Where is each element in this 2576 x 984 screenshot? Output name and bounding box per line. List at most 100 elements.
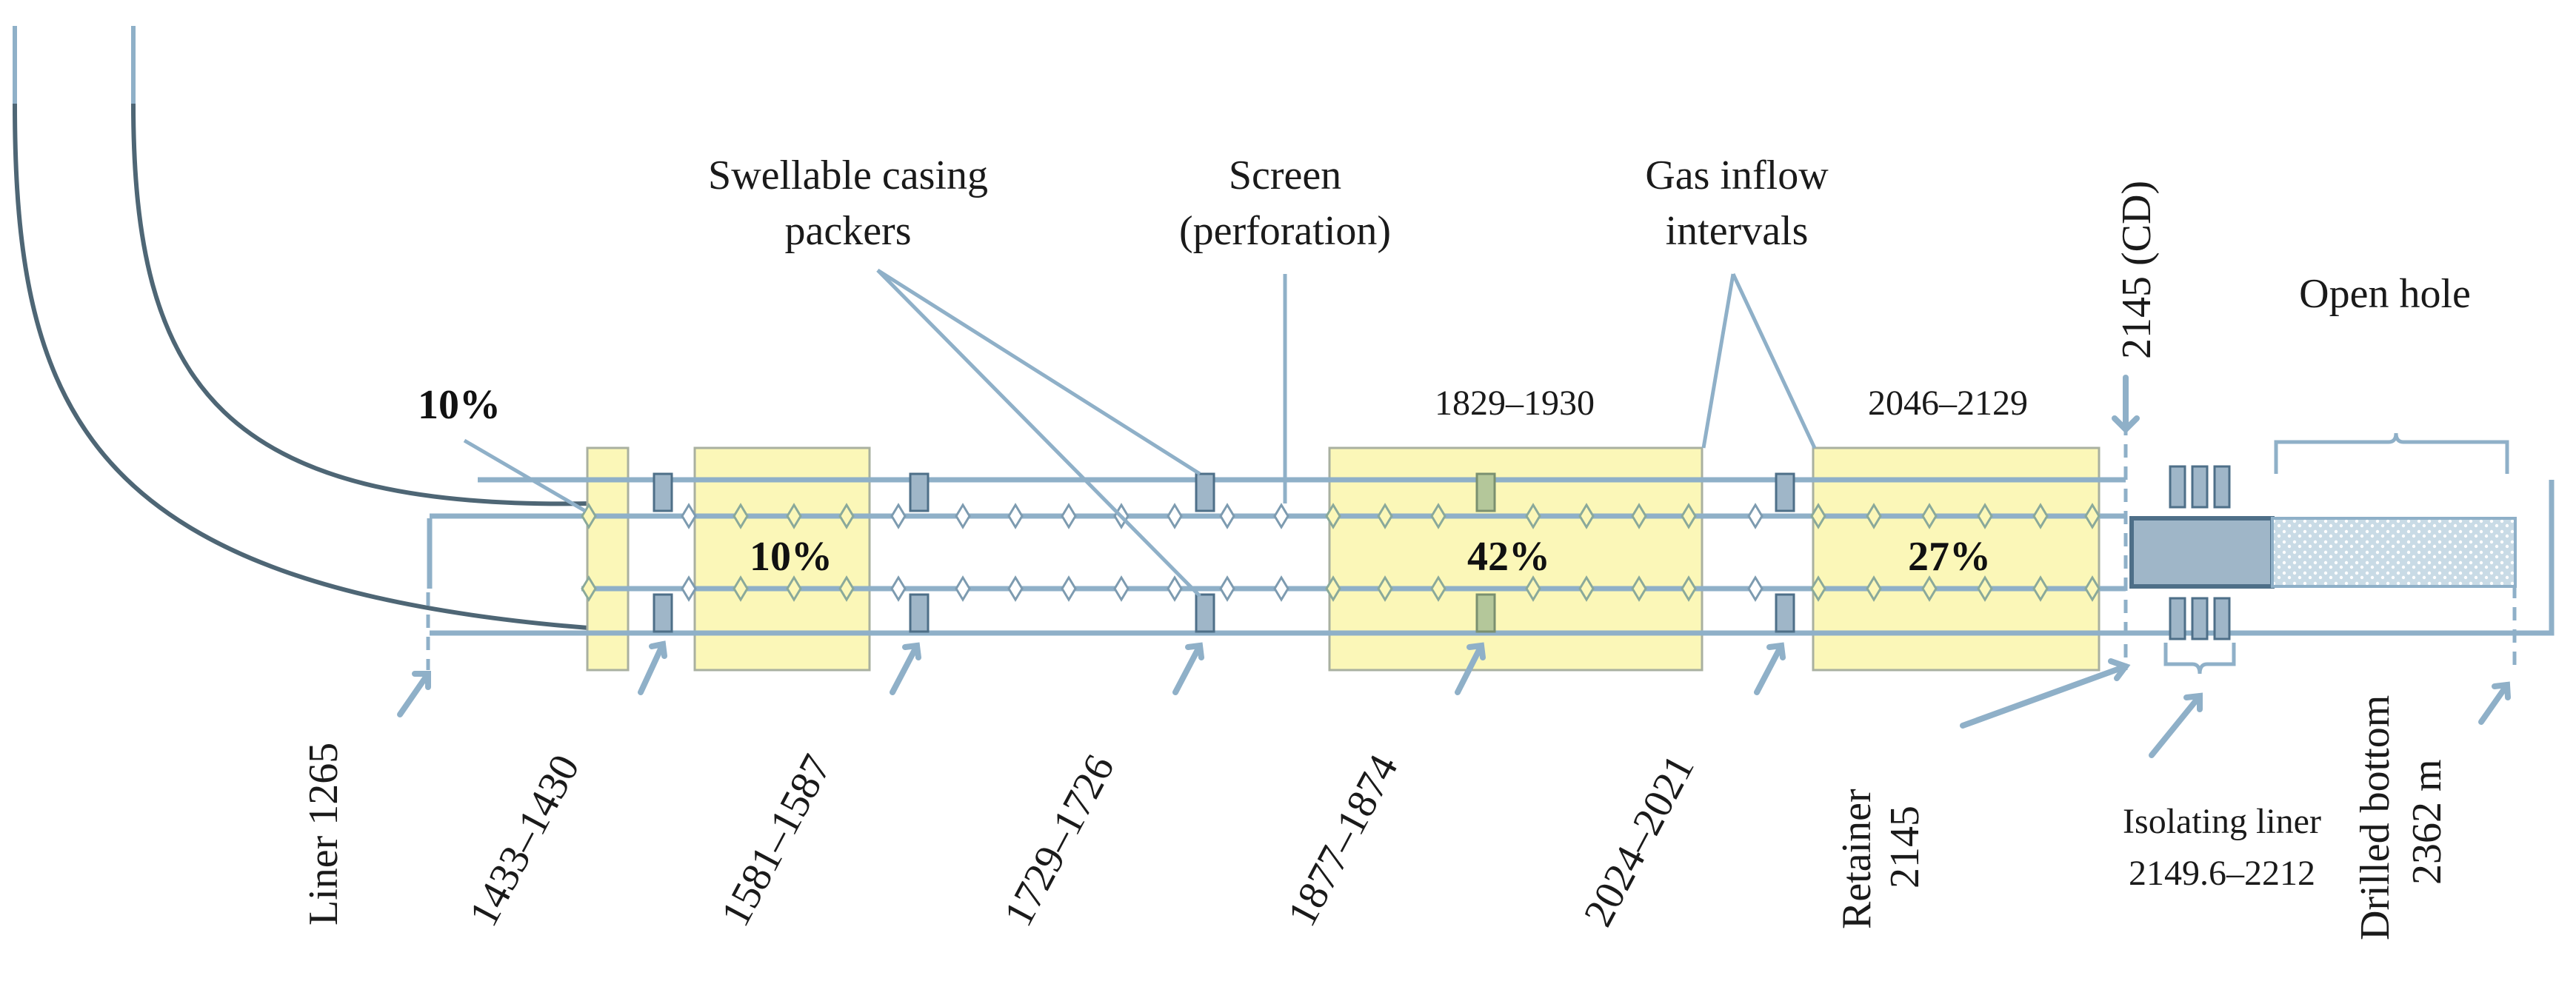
perforation-mark (1525, 575, 1541, 602)
perforation-mark (681, 503, 697, 529)
screen-label-line1: Screen (1229, 153, 1341, 198)
perforation-mark (1578, 575, 1595, 602)
perforation-mark (2084, 503, 2100, 529)
perforation-mark (838, 503, 855, 529)
perforation-mark (1866, 503, 1882, 529)
packer-2024-top (1775, 472, 1795, 512)
pointer-arrows (397, 375, 2511, 758)
packer-1433-bottom (653, 593, 673, 633)
open-hole-label: Open hole (2299, 271, 2471, 317)
perforation-mark (2032, 503, 2049, 529)
perforation-mark (733, 503, 749, 529)
perforation-mark (890, 575, 907, 602)
perforation-mark (1273, 575, 1289, 602)
isolating-liner-label-line2: 2149.6–2212 (2129, 854, 2315, 893)
perforation-mark (1007, 503, 1024, 529)
pct-zone2-label: 42% (1467, 534, 1550, 580)
screen-perforations (581, 503, 2100, 602)
perforation-mark (890, 503, 907, 529)
perforation-mark (1273, 503, 1289, 529)
perforation-mark (1430, 575, 1447, 602)
packer-1877-top (1475, 472, 1496, 512)
isolating-liner-label-line1: Isolating liner (2123, 802, 2321, 841)
perforation-mark (838, 575, 855, 602)
retainer (2129, 516, 2275, 589)
cd-depth-label: 2145 (CD) (2114, 181, 2160, 359)
perforation-mark (1810, 503, 1826, 529)
perforation-mark (1377, 503, 1393, 529)
perforation-mark (786, 575, 802, 602)
perforation-mark (1810, 575, 1826, 602)
perforation-mark (1631, 575, 1647, 602)
perforation-mark (955, 575, 971, 602)
perforation-mark (581, 503, 597, 529)
perforation-mark (1430, 503, 1447, 529)
gas-inflow-label-line2: intervals (1666, 208, 1809, 254)
perforation-mark (1061, 575, 1077, 602)
perforation-mark (1007, 575, 1024, 602)
callout-leaders (463, 268, 1817, 598)
open-hole-fill (2271, 517, 2517, 588)
perforation-mark (1921, 575, 1938, 602)
packer-1581-bottom (909, 593, 930, 633)
perforation-mark (1325, 575, 1341, 602)
packer-1877-bottom (1475, 593, 1496, 633)
perforation-mark (1866, 575, 1882, 602)
perforation-mark (1167, 575, 1183, 602)
perforation-mark (681, 575, 697, 602)
interval-1829-label: 1829–1930 (1435, 384, 1595, 423)
perforation-mark (1977, 503, 1993, 529)
packer-1877-label: 1877–1874 (1279, 747, 1407, 934)
retainer-label-line2: 2145 (1882, 806, 1928, 888)
packers (653, 472, 1795, 633)
packer-1729-bottom (1195, 593, 1215, 633)
perforation-mark (733, 575, 749, 602)
drilled-bottom-label-line1: Drilled bottom (2352, 695, 2398, 940)
perforation-mark (1631, 503, 1647, 529)
packer-1729-top (1195, 472, 1215, 512)
packer-1581-label: 1581–1587 (713, 747, 841, 934)
wellbore-bend (13, 26, 608, 632)
perforation-mark (1747, 503, 1764, 529)
liner-label: Liner 1265 (301, 743, 347, 926)
isolating-liner-brace (2163, 643, 2236, 675)
packer-2024-label: 2024–2021 (1575, 747, 1704, 934)
pct-zone1-label: 10% (750, 534, 832, 580)
perforation-mark (1219, 575, 1235, 602)
packer-1581-top (909, 472, 930, 512)
perforation-mark (1977, 575, 1993, 602)
perforation-mark (786, 503, 802, 529)
swellable-packers-label-line2: packers (784, 208, 911, 254)
perforation-mark (2032, 575, 2049, 602)
perforation-mark (1747, 575, 1764, 602)
packer-2024-bottom (1775, 593, 1795, 633)
pct-top-label: 10% (418, 382, 501, 428)
perforation-mark (1525, 503, 1541, 529)
perforation-mark (1921, 503, 1938, 529)
perforation-mark (1681, 575, 1697, 602)
pct-zone3-label: 27% (1908, 534, 1991, 580)
perforation-mark (1377, 575, 1393, 602)
packer-1729-label: 1729–1726 (995, 747, 1124, 934)
open-hole-brace (2274, 432, 2509, 474)
retainer-label-line1: Retainer (1834, 789, 1880, 929)
perforation-mark (1061, 503, 1077, 529)
swellable-packers-label-line1: Swellable casing (708, 153, 988, 198)
gas-inflow-label-line1: Gas inflow (1645, 153, 1829, 198)
perforation-mark (1167, 503, 1183, 529)
perforation-mark (581, 575, 597, 602)
perforation-mark (2084, 575, 2100, 602)
packer-1433-label: 1433–1430 (461, 747, 589, 934)
drilled-bottom-label-line2: 2362 m (2404, 759, 2450, 885)
perforation-mark (1113, 575, 1129, 602)
isolating-liner-packers (2169, 465, 2231, 640)
perforation-mark (1325, 503, 1341, 529)
perforation-mark (955, 503, 971, 529)
perforation-mark (1578, 503, 1595, 529)
perforation-mark (1219, 503, 1235, 529)
interval-2046-label: 2046–2129 (1868, 384, 2028, 423)
perforation-mark (1681, 503, 1697, 529)
packer-1433-top (653, 472, 673, 512)
screen-label-line2: (perforation) (1179, 208, 1391, 254)
